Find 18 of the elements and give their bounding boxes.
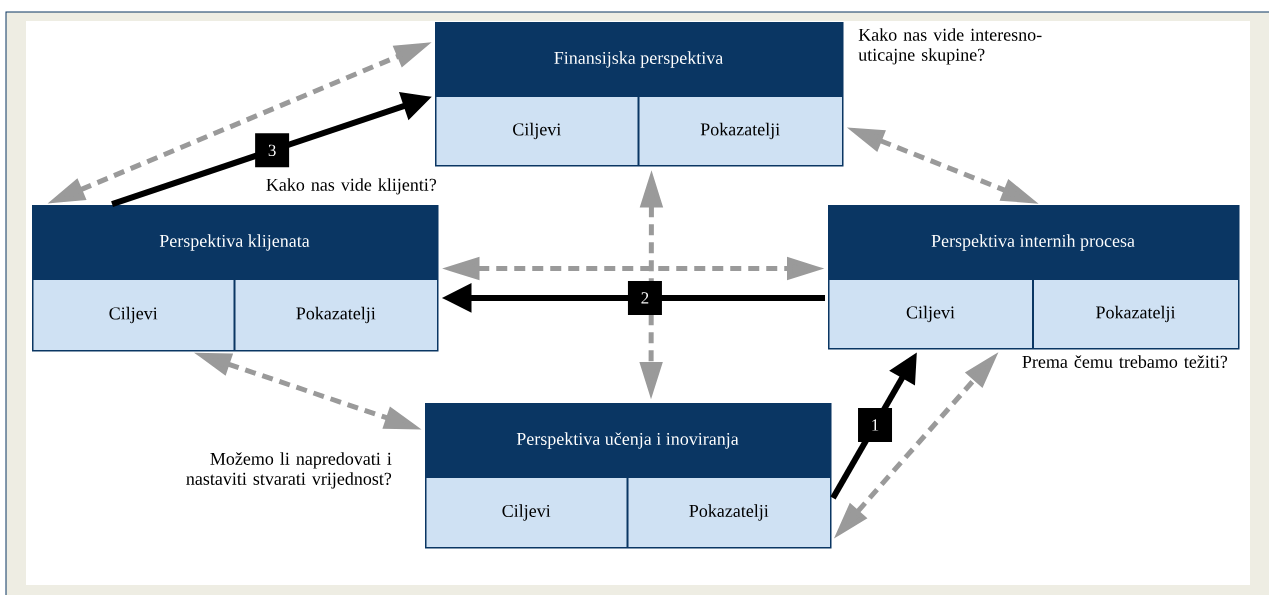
cell-text: Pokazatelji xyxy=(700,122,780,140)
card-title: Perspektiva internih procesa xyxy=(931,234,1135,251)
cell-text: Ciljevi xyxy=(513,122,561,140)
cell-text: Pokazatelji xyxy=(689,504,769,521)
cell-text: Ciljevi xyxy=(502,504,551,521)
cell-text: Ciljevi xyxy=(109,306,158,324)
question-text: Kako nas vide klijenti? xyxy=(266,178,437,195)
cell-text: Ciljevi xyxy=(906,305,955,323)
number-box: 3 xyxy=(255,133,290,168)
number-box: 1 xyxy=(858,408,893,442)
card-title: Finansijska perspektiva xyxy=(554,51,723,68)
question-text: Možemo li napredovati i nastaviti stvarati vrijednost? xyxy=(186,452,392,489)
question-text: Prema čemu trebamo težiti? xyxy=(1022,355,1228,368)
card-title: Perspektiva klijenata xyxy=(159,234,310,251)
cell-text: Pokazatelji xyxy=(1096,305,1176,323)
cell-text: Pokazatelji xyxy=(296,306,376,324)
question-text: Kako nas vide interesno-uticajne skupine? xyxy=(858,28,1042,65)
card-title: Perspektiva učenja i inoviranja xyxy=(516,432,739,449)
